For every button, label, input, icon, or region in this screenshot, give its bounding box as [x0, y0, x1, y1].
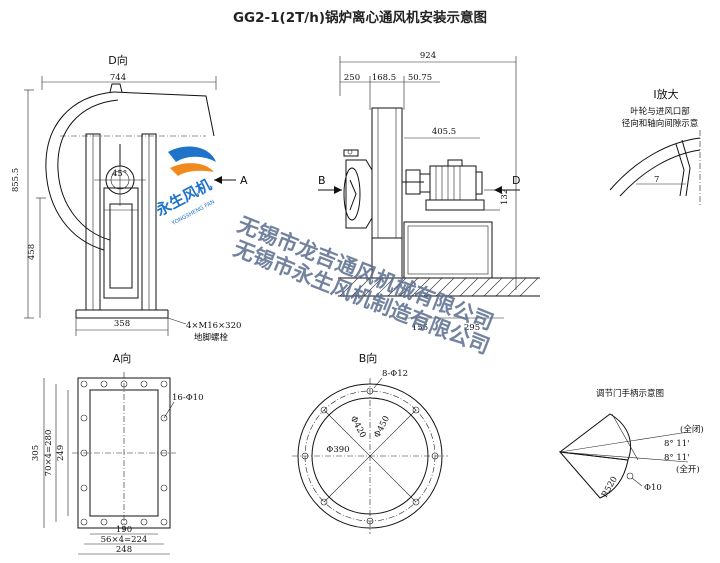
- b-view-holes-dim: 8-Φ12: [382, 369, 408, 379]
- d-lower-dim: 458: [27, 244, 37, 260]
- a-view-holes-dim: 16-Φ10: [172, 393, 203, 403]
- a-dim-249: 249: [56, 445, 66, 461]
- side-label-b: B: [318, 174, 326, 187]
- detail-one-title: I放大: [653, 87, 678, 101]
- handle-radius: R520: [600, 475, 620, 500]
- a-view-label: A向: [113, 351, 132, 365]
- a-dim-248: 248: [116, 545, 132, 555]
- b-view-label: B向: [359, 351, 378, 365]
- handle-angle-1: 8° 11': [664, 439, 690, 449]
- detail-one-note-1: 叶轮与进风口部: [630, 106, 690, 117]
- side-dim-405: 405.5: [432, 127, 456, 137]
- b-view-holes: [301, 387, 439, 525]
- side-dim-132: 132: [500, 189, 510, 205]
- side-label-d: D: [512, 174, 520, 187]
- a-view: A向 16-Φ10 305 70×4=280 249 190 56×4=224 …: [31, 351, 203, 555]
- d-height-dim: 855.5: [11, 168, 21, 192]
- handle-angle-2: 8° 11': [664, 453, 690, 463]
- logo-swoosh-orange: [170, 163, 214, 176]
- b-view: B向 8-Φ12 Φ390 Φ420 Φ450: [292, 351, 448, 534]
- bolt-note: 4×M16×320: [186, 321, 241, 331]
- logo-swoosh-blue: [168, 146, 216, 162]
- side-dim-50: 50.75: [408, 73, 432, 83]
- d-view-label: D向: [108, 53, 127, 67]
- b-dim-420: Φ420: [348, 414, 368, 439]
- handle-view: 调节门手柄示意图 (全闭) 8° 11' 8° 11' (全开) R520 Φ1…: [558, 388, 704, 500]
- side-dim-295: 295: [464, 323, 480, 333]
- detail-one-dim: 7: [654, 175, 659, 185]
- d-arrow-a: A: [240, 174, 248, 187]
- d-view: D向 744 855.5 458 45°: [11, 53, 248, 343]
- b-dim-390: Φ390: [326, 445, 349, 455]
- handle-hole: Φ10: [644, 483, 662, 493]
- handle-open: (全开): [676, 464, 700, 475]
- side-dim-155: 155: [412, 323, 428, 333]
- side-total-dim: 924: [420, 51, 436, 61]
- logo-text: 永生风机: [152, 176, 214, 221]
- d-base-dim: 358: [114, 319, 130, 329]
- bolt-label: 地脚螺栓: [194, 332, 229, 343]
- d-angle-label: 45°: [112, 169, 127, 179]
- brand-logo: 永生风机 YONGSHENG FAN: [152, 146, 216, 227]
- a-view-holes: [80, 380, 168, 526]
- d-width-dim: 744: [110, 73, 126, 83]
- b-dim-450: Φ450: [372, 414, 392, 439]
- side-dim-250: 250: [344, 73, 360, 83]
- handle-closed: (全闭): [680, 424, 704, 435]
- a-dim-305: 305: [31, 445, 41, 461]
- a-dim-224: 56×4=224: [101, 535, 148, 545]
- a-dim-280: 70×4=280: [44, 430, 54, 477]
- side-view: 924 250 168.5 50.75 405.5: [318, 51, 540, 333]
- side-dim-168: 168.5: [372, 73, 396, 83]
- a-dim-190: 190: [116, 525, 132, 535]
- ground-hatch: [339, 277, 539, 297]
- detail-one-note-2: 径向和轴向间隙示意: [622, 118, 699, 129]
- handle-title: 调节门手柄示意图: [596, 388, 664, 399]
- drawing-title: GG2-1(2T/h)锅炉离心通风机安装示意图: [233, 9, 487, 26]
- detail-one: I放大 叶轮与进风口部 径向和轴向间隙示意 7: [609, 87, 701, 206]
